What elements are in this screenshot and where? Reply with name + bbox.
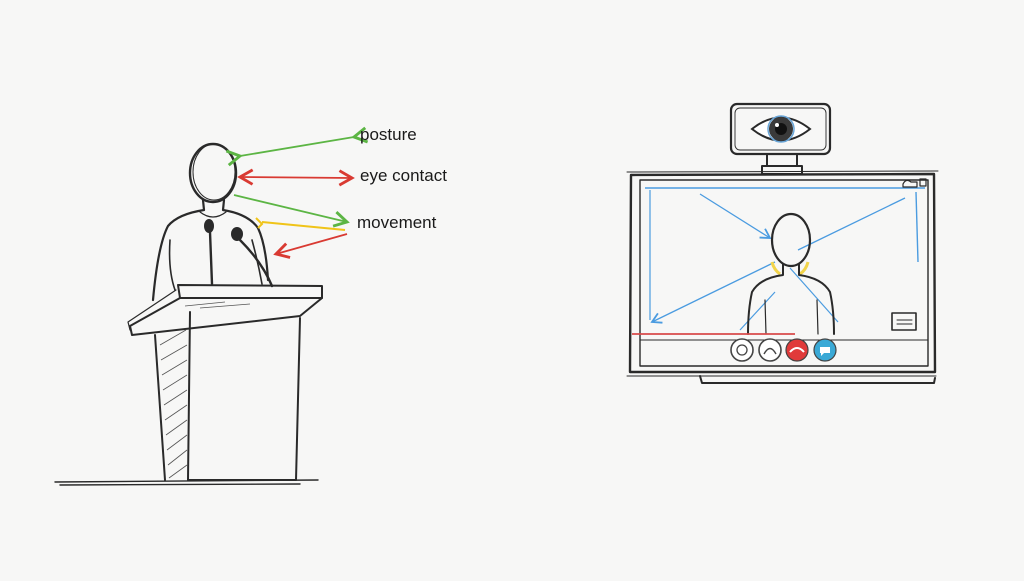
monitor-frame <box>628 172 937 374</box>
movement-arrow-yellow <box>255 217 346 231</box>
podium-body <box>154 311 301 481</box>
movement-arrow-green <box>233 194 350 228</box>
microphone-icon <box>231 227 274 288</box>
camera-icon[interactable] <box>758 338 782 362</box>
microphone-icon <box>204 219 214 286</box>
podium-top <box>177 284 323 299</box>
self-view-tile <box>891 312 917 331</box>
window-controls <box>902 178 927 188</box>
video-call-monitor-sketch <box>626 102 939 384</box>
movement-arrow-red <box>273 233 348 259</box>
phone-hangup-icon[interactable] <box>785 338 809 362</box>
podium-shading <box>159 301 251 479</box>
annotation-arrows <box>225 126 369 259</box>
posture-arrow <box>225 126 369 167</box>
microphone-icon[interactable] <box>730 338 754 362</box>
monitor-screen <box>639 179 929 367</box>
label-movement: movement <box>357 213 437 232</box>
monitor-stand <box>699 375 936 384</box>
call-controls <box>730 338 837 362</box>
speaker-left-shoulder <box>151 198 206 302</box>
chat-icon[interactable] <box>813 338 837 362</box>
remote-participant <box>747 212 835 335</box>
label-eye-contact: eye contact <box>360 166 447 185</box>
podium-speaker-sketch <box>54 142 323 486</box>
eye-icon <box>729 102 832 175</box>
eye-contact-arrow <box>237 168 355 187</box>
label-posture: posture <box>360 125 417 144</box>
